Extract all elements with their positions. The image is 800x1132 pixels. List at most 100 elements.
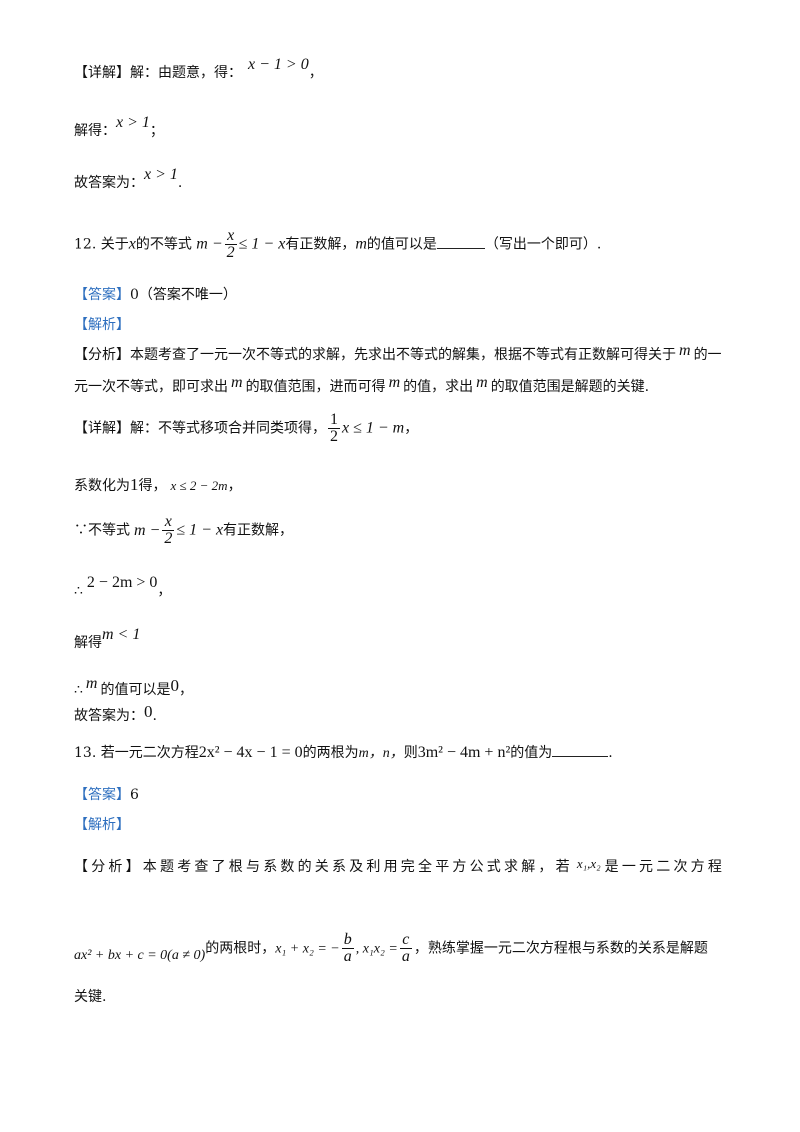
punct: ； bbox=[149, 123, 164, 139]
because-text: 有正数解， bbox=[223, 522, 294, 539]
frac-num: b bbox=[343, 931, 352, 948]
target-expr: 3m² − 4m + n² bbox=[417, 744, 511, 761]
frac-den: 2 bbox=[162, 530, 175, 547]
inequality-expr: x ≤ 2 − 2m bbox=[170, 478, 228, 493]
q12-final-answer: 故答案为：0. bbox=[74, 702, 157, 727]
q13-fenxi-3: 关键. bbox=[74, 989, 107, 1005]
value-zero: 0 bbox=[144, 702, 153, 721]
var-m: m bbox=[388, 374, 401, 391]
step-text: 系数化为 bbox=[74, 478, 130, 494]
question-text: 的不等式 bbox=[135, 236, 192, 253]
frac-den: 2 bbox=[224, 244, 237, 261]
number-one: 1 bbox=[130, 475, 139, 494]
q11-detail-line: 【详解】解：由题意，得： x − 1 > 0， bbox=[74, 56, 323, 84]
inequality-expr: x ≤ 1 − m bbox=[342, 419, 405, 437]
answer-tag: 【答案】 bbox=[74, 787, 130, 803]
question-number: 12. bbox=[74, 236, 97, 253]
analysis-text: 的值，求出 bbox=[403, 379, 474, 395]
analysis-text: 的取值范围，进而可得 bbox=[245, 379, 386, 395]
var-m: m bbox=[355, 235, 367, 253]
inequality-part: ≤ 1 − x bbox=[238, 235, 286, 253]
var-m: m bbox=[476, 374, 488, 391]
answer-label: 故答案为： bbox=[74, 708, 144, 724]
step-text: 的值可以是 bbox=[100, 682, 171, 698]
answer-value: 6 bbox=[130, 787, 139, 803]
solve-label: 解得 bbox=[74, 635, 102, 651]
punct: ， bbox=[227, 478, 242, 494]
frac-num: c bbox=[402, 931, 410, 948]
question-text: 若一元二次方程 bbox=[100, 745, 199, 761]
because-text: ∵不等式 bbox=[74, 522, 130, 539]
analysis-text: 元一次不等式，即可求出 bbox=[74, 379, 228, 395]
frac-den: a bbox=[341, 948, 354, 965]
q13-analysis-tag: 【解析】 bbox=[74, 817, 130, 833]
punct: . bbox=[177, 175, 183, 191]
analysis-text: 【分析】本题考查了一元一次不等式的求解，先求出不等式的解集，根据不等式有正数解可… bbox=[74, 347, 676, 363]
frac-num: 1 bbox=[330, 411, 338, 428]
q13-answer: 【答案】6 bbox=[74, 784, 139, 806]
answer-blank bbox=[436, 234, 485, 249]
therefore-symbol: ∴ bbox=[74, 682, 83, 698]
q11-solve-line: 解得：x > 1； bbox=[74, 114, 164, 142]
value-zero: 0 bbox=[170, 676, 179, 695]
answer-label: 故答案为： bbox=[74, 175, 144, 191]
frac-num: x bbox=[164, 513, 172, 530]
question-text: 的两根为 bbox=[302, 745, 359, 761]
step-text: 得， bbox=[138, 478, 167, 494]
inequality-part: ≤ 1 − x bbox=[176, 521, 224, 539]
general-equation: ax² + bx + c = 0(a ≠ 0) bbox=[74, 947, 206, 963]
roots-expr: x₁,x₂ bbox=[576, 856, 601, 871]
answer-value: 0（答案不唯一） bbox=[130, 287, 237, 303]
var-m: m bbox=[679, 342, 691, 359]
answer-blank bbox=[552, 742, 609, 757]
solve-label: 解得： bbox=[74, 123, 116, 139]
question-text: 有正数解， bbox=[285, 236, 356, 253]
question-text: （写出一个即可）. bbox=[484, 236, 602, 253]
var-m: m bbox=[85, 675, 98, 692]
solution-expr: m < 1 bbox=[102, 626, 141, 643]
q12-answer: 【答案】0（答案不唯一） bbox=[74, 284, 237, 306]
q12-solve: 解得m < 1 bbox=[74, 626, 140, 654]
analysis-text: 的取值范围是解题的关键. bbox=[490, 379, 650, 395]
inequality-expr: x − 1 > 0 bbox=[248, 56, 309, 73]
q13-fenxi-2: ax² + bx + c = 0(a ≠ 0)的两根时，x₁ + x₂ = −b… bbox=[74, 932, 708, 965]
punct: ， bbox=[157, 583, 172, 599]
punct: . bbox=[152, 708, 157, 724]
q12-analysis-tag: 【解析】 bbox=[74, 317, 130, 333]
q13-question: 13. 若一元二次方程2x² − 4x − 1 = 0的两根为m，n，则3m² … bbox=[74, 742, 613, 765]
detail-label: 【详解】解：由题意，得： bbox=[74, 65, 242, 81]
frac-num: x bbox=[227, 227, 235, 244]
frac-den: a bbox=[399, 948, 412, 965]
therefore-symbol: ∴ bbox=[74, 583, 83, 599]
q12-step2: 系数化为1得，x ≤ 2 − 2m， bbox=[74, 474, 242, 497]
analysis-text: ，熟练掌握一元二次方程根与系数的关系是解题 bbox=[413, 940, 708, 957]
detail-label: 【详解】解：不等式移项合并同类项得， bbox=[74, 420, 326, 437]
question-text: 的值可以是 bbox=[366, 236, 437, 253]
vieta-sum: x₁ + x₂ = − bbox=[275, 941, 340, 957]
analysis-text: 是一元二次方程 bbox=[604, 859, 726, 875]
solution-expr: x > 1 bbox=[116, 114, 150, 131]
inequality-part: m − bbox=[134, 521, 161, 539]
punct: ， bbox=[308, 65, 323, 81]
var-x: x bbox=[128, 235, 136, 253]
q12-fenxi-1: 【分析】本题考查了一元一次不等式的求解，先求出不等式的解集，根据不等式有正数解可… bbox=[74, 342, 722, 366]
punct: . bbox=[608, 745, 613, 761]
vieta-product: , x₁x₂ = bbox=[355, 941, 398, 957]
analysis-text: 的一 bbox=[693, 347, 722, 363]
root-vars: m，n， bbox=[358, 746, 404, 761]
inequality-expr: 2 − 2m > 0 bbox=[86, 574, 158, 591]
analysis-text: 【分析】本题考查了根与系数的关系及利用完全平方公式求解，若 bbox=[74, 859, 573, 875]
inequality-part: m − bbox=[196, 235, 223, 253]
frac-den: 2 bbox=[328, 428, 340, 445]
analysis-text: 的两根时， bbox=[205, 940, 276, 957]
punct: ， bbox=[178, 682, 193, 698]
